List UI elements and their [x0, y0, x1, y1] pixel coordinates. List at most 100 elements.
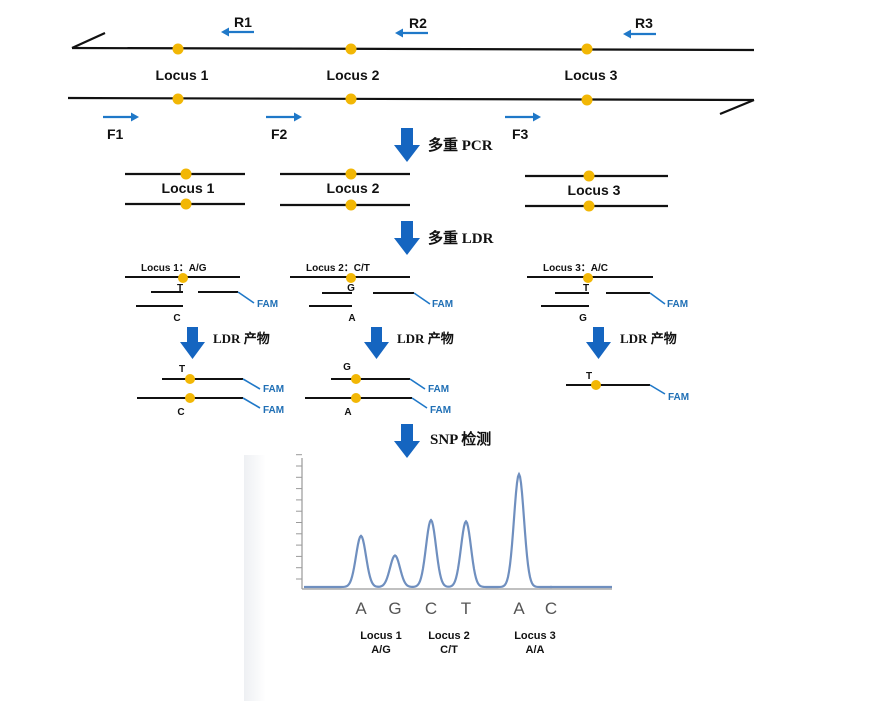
peak-c-2 — [429, 518, 433, 522]
primer-label-f3: F3 — [512, 126, 529, 142]
peak-c-5 — [549, 585, 553, 589]
snp-dot — [346, 273, 356, 283]
base-label: A — [355, 599, 367, 618]
allele-label: C — [173, 313, 180, 324]
ldr-product-3: T FAM — [566, 371, 689, 403]
reverse-primer-arrow — [623, 29, 656, 39]
primer-label-f2: F2 — [271, 126, 288, 142]
fam-label: FAM — [257, 299, 278, 310]
pcr-amplicons: Locus 1 Locus 2 Locus 3 — [125, 168, 668, 212]
fam-label: FAM — [432, 299, 453, 310]
forward-primer-arrow — [103, 112, 139, 122]
step-label-snp: SNP 检测 — [430, 430, 491, 448]
peak-a-0 — [359, 534, 363, 538]
snp-dot — [351, 374, 361, 384]
snp-dot — [178, 273, 188, 283]
base-label: C — [425, 599, 437, 618]
template-dna: Locus 1 Locus 2 Locus 3 R1 R2 R3 — [67, 14, 755, 142]
product-label: LDR 产物 — [620, 331, 677, 346]
ldr-locus-3: Locus 3：A/C T FAM G — [527, 263, 688, 324]
allele-label: G — [343, 362, 351, 373]
snp-dot — [345, 93, 357, 105]
fam-label: FAM — [430, 405, 451, 416]
step-arrow-down — [586, 327, 611, 359]
allele-label: T — [177, 283, 183, 294]
fam-label: FAM — [667, 299, 688, 310]
allele-label: A — [348, 313, 355, 324]
snp-dot — [581, 43, 593, 55]
step-label-ldr: 多重 LDR — [428, 229, 494, 247]
step-arrow-down — [394, 128, 420, 162]
step-arrow-down — [364, 327, 389, 359]
fam-label: FAM — [263, 384, 284, 395]
product-label: LDR 产物 — [213, 331, 270, 346]
snp-dot — [351, 393, 361, 403]
locus-label: Locus 3 — [565, 67, 618, 83]
ldr-title: Locus 3：A/C — [543, 263, 608, 274]
fam-label: FAM — [428, 384, 449, 395]
snp-dot — [180, 168, 192, 180]
snp-dot — [583, 200, 595, 212]
primer-label-r3: R3 — [635, 15, 653, 31]
snp-dot — [345, 199, 357, 211]
genotype-locus: Locus 1 — [360, 630, 402, 642]
ldr-locus-2: Locus 2：C/T G FAM A — [290, 263, 453, 324]
base-label: T — [461, 599, 471, 618]
snp-dot — [345, 43, 357, 55]
fam-label: FAM — [668, 392, 689, 403]
signal-trace — [304, 471, 612, 589]
genotype-locus: Locus 2 — [428, 630, 470, 642]
snp-dot — [172, 43, 184, 55]
step-arrow-down — [394, 221, 420, 255]
fam-label: FAM — [263, 405, 284, 416]
allele-label: T — [179, 364, 185, 375]
allele-label: A — [344, 407, 351, 418]
product-label: LDR 产物 — [397, 331, 454, 346]
genotype-call: A/G — [371, 644, 391, 656]
base-label: G — [388, 599, 401, 618]
forward-primer-arrow — [266, 112, 302, 122]
snp-dot — [180, 198, 192, 210]
forward-primer-arrow — [505, 112, 541, 122]
locus-label: Locus 1 — [156, 67, 209, 83]
allele-label: T — [586, 371, 592, 382]
base-label: C — [545, 599, 557, 618]
allele-label: G — [579, 313, 587, 324]
reverse-primer-arrow — [221, 27, 254, 37]
step-arrow-down — [394, 424, 420, 458]
snp-dot — [583, 170, 595, 182]
genotype-call: C/T — [440, 644, 458, 656]
peak-g-1 — [393, 554, 397, 557]
genotype-locus: Locus 3 — [514, 630, 556, 642]
allele-label: T — [583, 283, 589, 294]
step-arrow-down — [180, 327, 205, 359]
primer-label-f1: F1 — [107, 126, 124, 142]
snp-dot — [185, 393, 195, 403]
lower-strand-tail — [719, 98, 755, 116]
snp-dot — [185, 374, 195, 384]
ldr-product-2: G FAM FAM A — [305, 362, 451, 418]
amplicon-label: Locus 2 — [327, 180, 380, 196]
upper-strand — [71, 46, 755, 52]
snp-dot — [583, 273, 593, 283]
upper-strand-tail — [71, 31, 106, 50]
scan-shadow — [244, 455, 266, 701]
ldr-locus-1: Locus 1：A/G T FAM C — [125, 263, 278, 324]
ldr-title: Locus 2：C/T — [306, 263, 370, 274]
locus-label: Locus 2 — [327, 67, 380, 83]
base-label: A — [513, 599, 525, 618]
reverse-primer-arrow — [395, 28, 428, 38]
lower-strand — [67, 96, 755, 102]
ldr-title: Locus 1：A/G — [141, 263, 207, 274]
allele-label: G — [347, 283, 355, 294]
primer-label-r2: R2 — [409, 15, 427, 31]
snp-dot — [345, 168, 357, 180]
allele-label: C — [177, 407, 184, 418]
snp-dot — [591, 380, 601, 390]
snp-dot — [581, 94, 593, 106]
step-label-pcr: 多重 PCR — [428, 136, 493, 154]
amplicon-label: Locus 1 — [162, 180, 215, 196]
amplicon-label: Locus 3 — [568, 182, 621, 198]
primer-label-r1: R1 — [234, 14, 252, 30]
